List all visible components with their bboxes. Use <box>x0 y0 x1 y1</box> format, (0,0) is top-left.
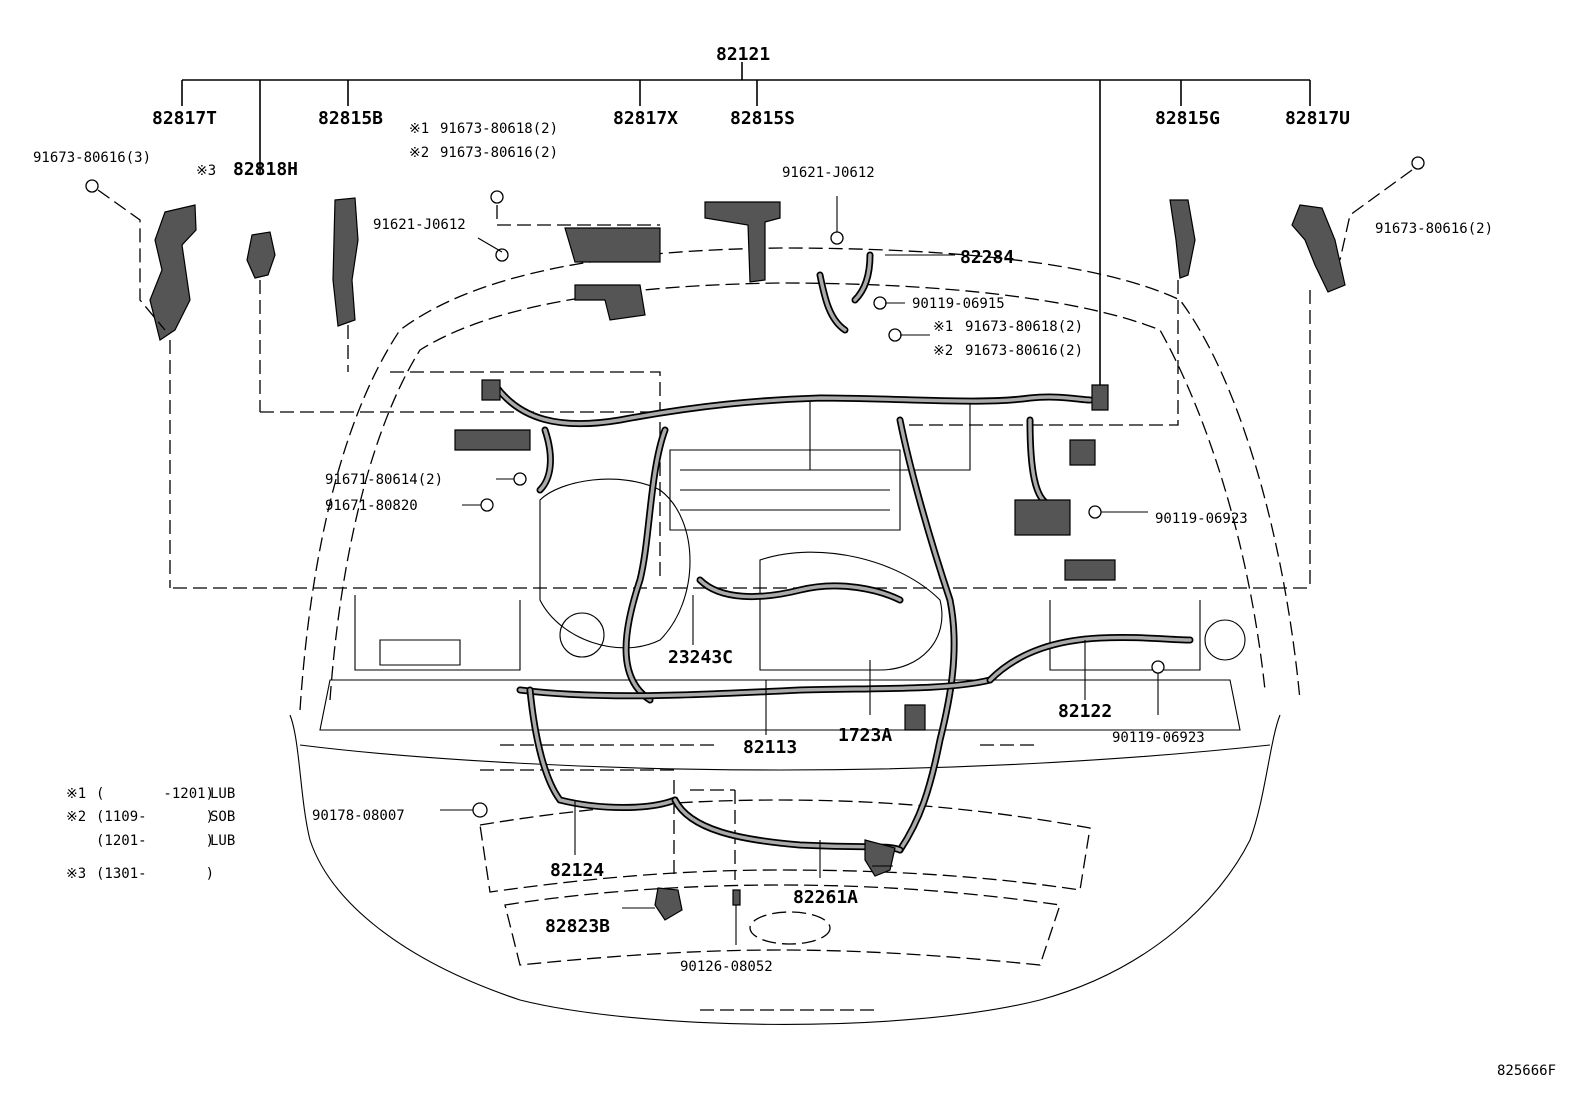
label-82818H: 82818H <box>233 159 298 180</box>
note-4-mark: ※3 <box>66 866 86 882</box>
vehicle-body-outline <box>169 247 1311 1025</box>
label-91673-80618-2-b: 91673-80618(2) <box>965 319 1083 335</box>
bracket-82817X <box>564 227 661 263</box>
protector-82815S <box>704 201 781 283</box>
note-2-range: (1109- ) <box>96 809 214 825</box>
label-82817U: 82817U <box>1285 108 1350 129</box>
parts-drawings <box>149 197 1346 921</box>
label-82817T: 82817T <box>152 108 217 129</box>
label-82823B: 82823B <box>545 916 610 937</box>
bolt-icon <box>1151 660 1165 674</box>
label-82284: 82284 <box>960 247 1014 268</box>
clamp-82818H <box>246 231 276 279</box>
bolt-icon <box>480 498 494 512</box>
bolt-icon <box>1088 505 1102 519</box>
mark-3: ※3 <box>196 163 216 179</box>
bolt-icon <box>472 802 488 818</box>
label-82113: 82113 <box>743 737 797 758</box>
label-90119-06923-a: 90119-06923 <box>1155 511 1248 527</box>
note-1-mark: ※1 <box>66 786 86 802</box>
label-82817X: 82817X <box>613 108 678 129</box>
label-91673-80616-3: 91673-80616(3) <box>33 150 151 166</box>
label-82122: 82122 <box>1058 701 1112 722</box>
label-82815B: 82815B <box>318 108 383 129</box>
note-3-code: LUB <box>210 833 235 849</box>
note-3-range: (1201- ) <box>96 833 214 849</box>
label-91673-80616-2-b: 91673-80616(2) <box>1375 221 1493 237</box>
bolt-icon <box>888 328 902 342</box>
label-91621-J0612-a: 91621-J0612 <box>373 217 466 233</box>
protector-82815G <box>1169 199 1196 279</box>
part-labels: 82121 82817T 82815B 82817X 82815S 82815G… <box>33 44 1556 1079</box>
clip-82823B <box>654 887 683 921</box>
label-91671-80820: 91671-80820 <box>325 498 418 514</box>
main-harness-bracket <box>181 62 1311 390</box>
protector-82815B <box>332 197 359 327</box>
bolt-icon <box>830 231 844 245</box>
leader-lines <box>97 169 1413 945</box>
bolt-icon <box>495 248 509 262</box>
note-4-range: (1301- ) <box>96 866 214 882</box>
label-82261A: 82261A <box>793 887 858 908</box>
label-91621-J0612-b: 91621-J0612 <box>782 165 875 181</box>
bolt-icon <box>490 190 504 204</box>
bracket-82817U <box>1291 204 1346 293</box>
label-82815S: 82815S <box>730 108 795 129</box>
note-2-code: SOB <box>210 809 235 825</box>
note-2-mark: ※2 <box>66 809 86 825</box>
label-23243C: 23243C <box>668 647 733 668</box>
bolt-icon <box>1411 156 1425 170</box>
label-1723A: 1723A <box>838 725 892 746</box>
bracket-82817T <box>149 204 197 341</box>
diagram-id: 825666F <box>1497 1063 1556 1079</box>
bolt-icon <box>873 296 887 310</box>
label-90119-06923-b: 90119-06923 <box>1112 730 1205 746</box>
label-91673-80618-2-a: 91673-80618(2) <box>440 121 558 137</box>
label-91671-80614-2: 91671-80614(2) <box>325 472 443 488</box>
footnotes: ※1 ( -1201) LUB ※2 (1109- ) SOB (1201- )… <box>66 786 235 882</box>
mark-2: ※2 <box>409 145 429 161</box>
bolt-icon <box>85 179 99 193</box>
label-82121: 82121 <box>716 44 770 65</box>
label-91673-80616-2-a: 91673-80616(2) <box>440 145 558 161</box>
mark-2: ※2 <box>933 343 953 359</box>
mark-1: ※1 <box>409 121 429 137</box>
bolt-icon <box>513 472 527 486</box>
label-82124: 82124 <box>550 860 604 881</box>
relay-block <box>454 429 531 451</box>
label-90119-06915: 90119-06915 <box>912 296 1005 312</box>
label-82815G: 82815G <box>1155 108 1220 129</box>
note-1-code: LUB <box>210 786 235 802</box>
note-1-range: ( -1201) <box>96 786 214 802</box>
label-91673-80616-2-c: 91673-80616(2) <box>965 343 1083 359</box>
mark-1: ※1 <box>933 319 953 335</box>
label-90178-08007: 90178-08007 <box>312 808 405 824</box>
label-90126-08052: 90126-08052 <box>680 959 773 975</box>
